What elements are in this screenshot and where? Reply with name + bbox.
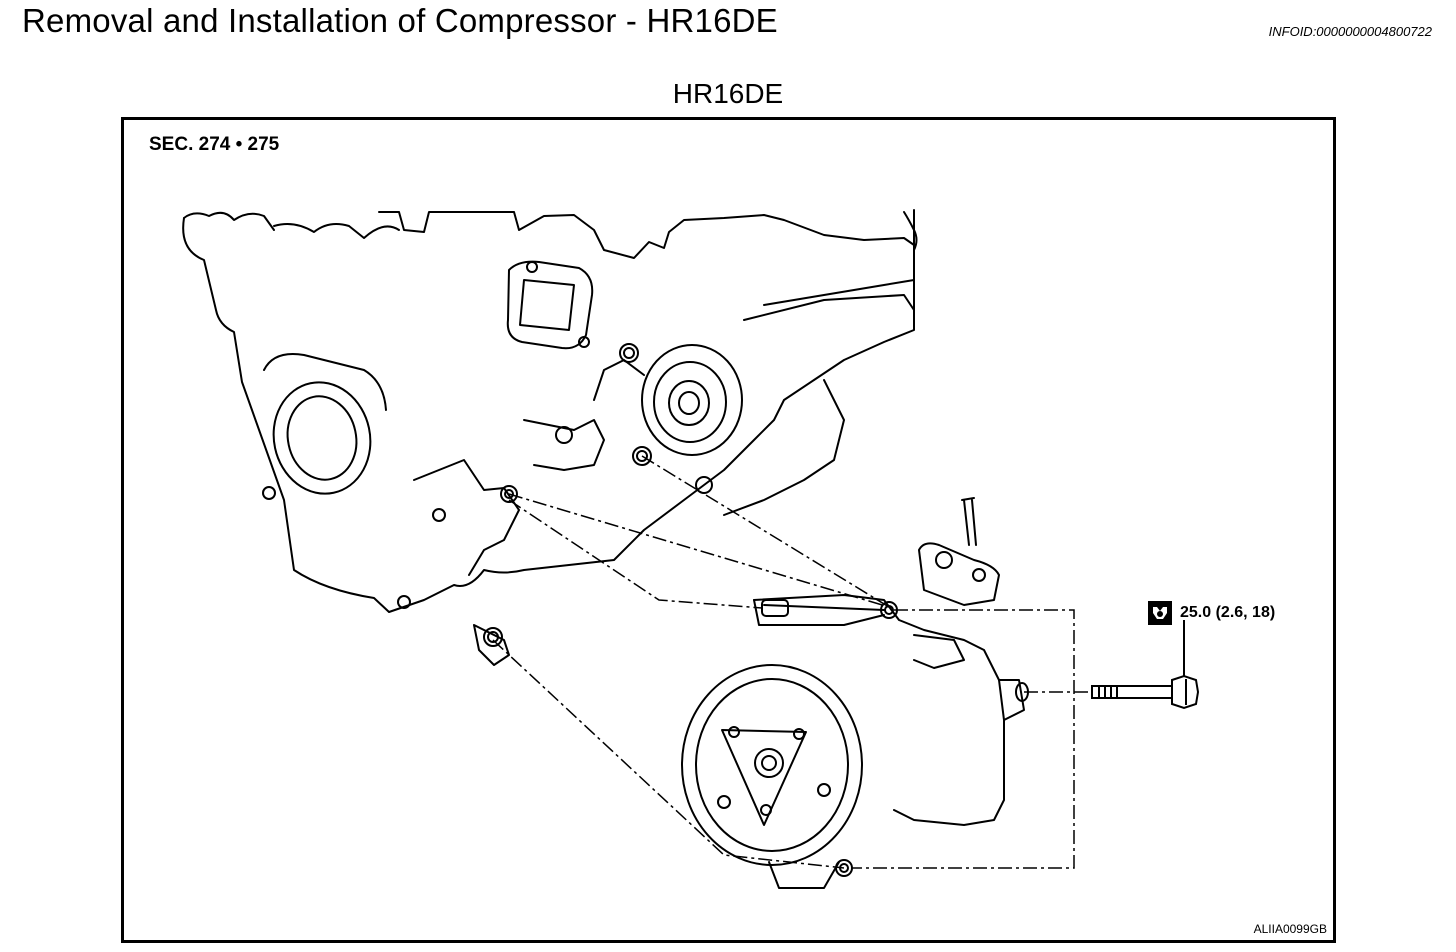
figure-caption: HR16DE <box>672 78 784 109</box>
alignment-leader-lines <box>492 455 1089 869</box>
torque-spec: 25.0 (2.6, 18) <box>1148 601 1275 625</box>
mounting-bolt <box>1091 620 1200 710</box>
figure-frame: SEC. 274 • 275 <box>121 117 1336 943</box>
oil-pan-area <box>413 279 915 666</box>
idler-pulley <box>593 344 743 456</box>
compressor-diagram <box>182 209 1200 889</box>
compressor-body <box>753 497 1029 826</box>
crankshaft-seal <box>263 353 387 495</box>
compressor-pulley <box>681 664 863 889</box>
engine-block <box>182 209 918 613</box>
section-label: SEC. 274 • 275 <box>149 134 280 155</box>
wrench-torque-icon <box>1148 601 1172 625</box>
info-id: INFOID:0000000004800722 <box>1268 24 1432 39</box>
figure-code: ALIIA0099GB <box>1253 922 1327 936</box>
torque-value: 25.0 (2.6, 18) <box>1180 604 1276 621</box>
engine-mount-holes <box>262 343 713 647</box>
water-outlet <box>506 260 594 350</box>
page-title: Removal and Installation of Compressor -… <box>22 2 778 39</box>
